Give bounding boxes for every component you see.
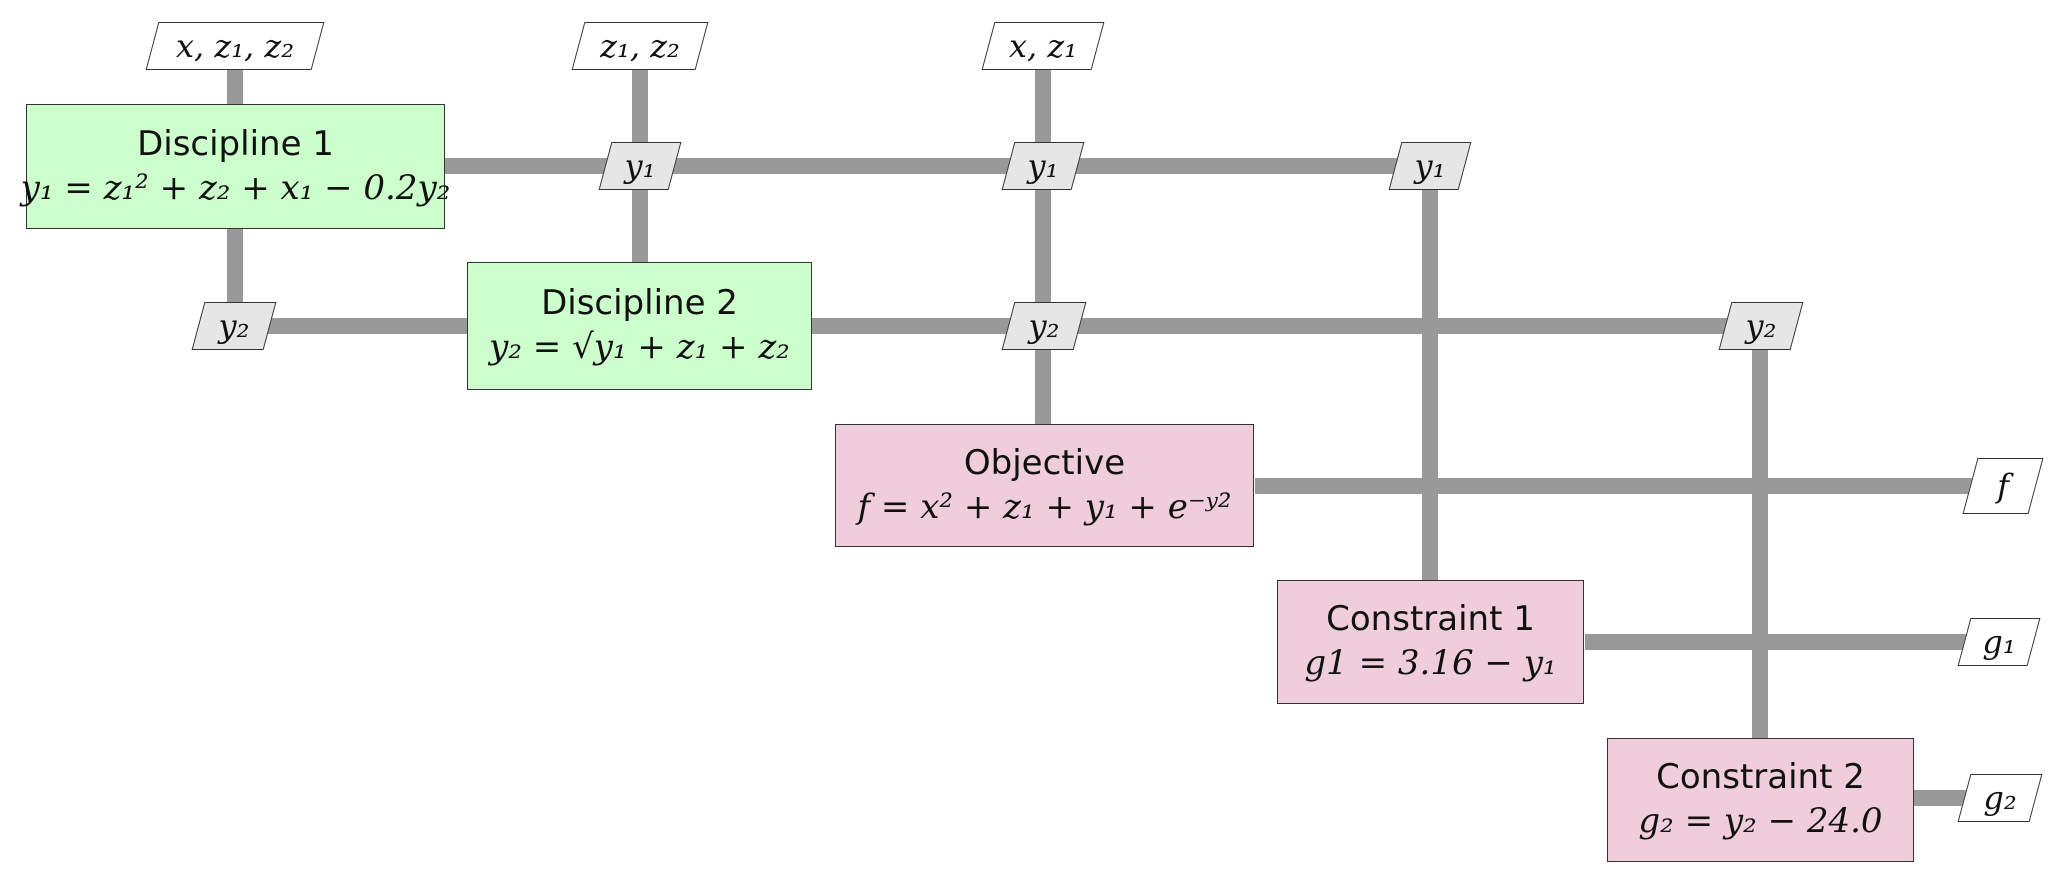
output-tag-g2: g₂ [1957, 774, 2043, 822]
discipline-1-node: Discipline 1 y₁ = z₁² + z₂ + x₁ − 0.2y₂ [21, 104, 450, 229]
coupling-tag-label: y₁ [1414, 147, 1446, 185]
coupling-tag-y2-to-discipline-1: y₂ [191, 302, 277, 350]
objective-title: Objective [963, 442, 1126, 483]
output-tag-f: f [1962, 458, 2044, 514]
coupling-tag-y1-to-discipline-2: y₁ [598, 142, 682, 190]
discipline-1-title: Discipline 1 [137, 123, 334, 164]
input-tag-discipline-2: z₁, z₂ [571, 22, 709, 70]
discipline-2-title: Discipline 2 [541, 283, 738, 323]
discipline-1-formula: y₁ = z₁² + z₂ + x₁ − 0.2y₂ [20, 167, 451, 208]
coupling-tag-label: y₁ [1027, 147, 1059, 185]
constraint-2-node: Constraint 2 g₂ = y₂ − 24.0 [1607, 738, 1914, 862]
input-tag-discipline-1: x, z₁, z₂ [145, 22, 325, 70]
coupling-tag-y2-to-objective: y₂ [1001, 302, 1087, 350]
constraint-1-formula: g1 = 3.16 − y₁ [1304, 643, 1557, 683]
output-tag-label: g₂ [1983, 779, 2017, 817]
discipline-2-node: Discipline 2 y₂ = √y₁ + z₁ + z₂ [467, 262, 812, 390]
constraint-2-title: Constraint 2 [1656, 757, 1865, 797]
input-tag-label: x, z₁ [1008, 27, 1078, 65]
discipline-2-formula: y₂ = √y₁ + z₁ + z₂ [489, 327, 790, 367]
output-tag-label: f [1997, 467, 2009, 505]
objective-formula: f = x² + z₁ + y₁ + e⁻ʸ² [857, 486, 1232, 527]
input-tag-objective: x, z₁ [981, 22, 1105, 70]
coupling-tag-label: y₂ [1745, 307, 1777, 345]
coupling-tag-y1-to-constraint-1: y₁ [1388, 142, 1472, 190]
output-tag-g1: g₁ [1957, 618, 2041, 666]
constraint-1-title: Constraint 1 [1326, 599, 1535, 639]
coupling-tag-label: y₂ [1028, 307, 1060, 345]
constraint-1-node: Constraint 1 g1 = 3.16 − y₁ [1277, 580, 1584, 704]
coupling-tag-y1-to-objective: y₁ [1001, 142, 1085, 190]
coupling-tag-y2-to-constraint-2: y₂ [1718, 302, 1804, 350]
input-tag-label: z₁, z₂ [600, 27, 680, 65]
objective-node: Objective f = x² + z₁ + y₁ + e⁻ʸ² [835, 424, 1254, 547]
output-tag-label: g₁ [1982, 623, 2016, 661]
coupling-tag-label: y₂ [218, 307, 250, 345]
constraint-2-formula: g₂ = y₂ − 24.0 [1638, 801, 1883, 841]
input-tag-label: x, z₁, z₂ [175, 27, 295, 65]
coupling-tag-label: y₁ [624, 147, 656, 185]
